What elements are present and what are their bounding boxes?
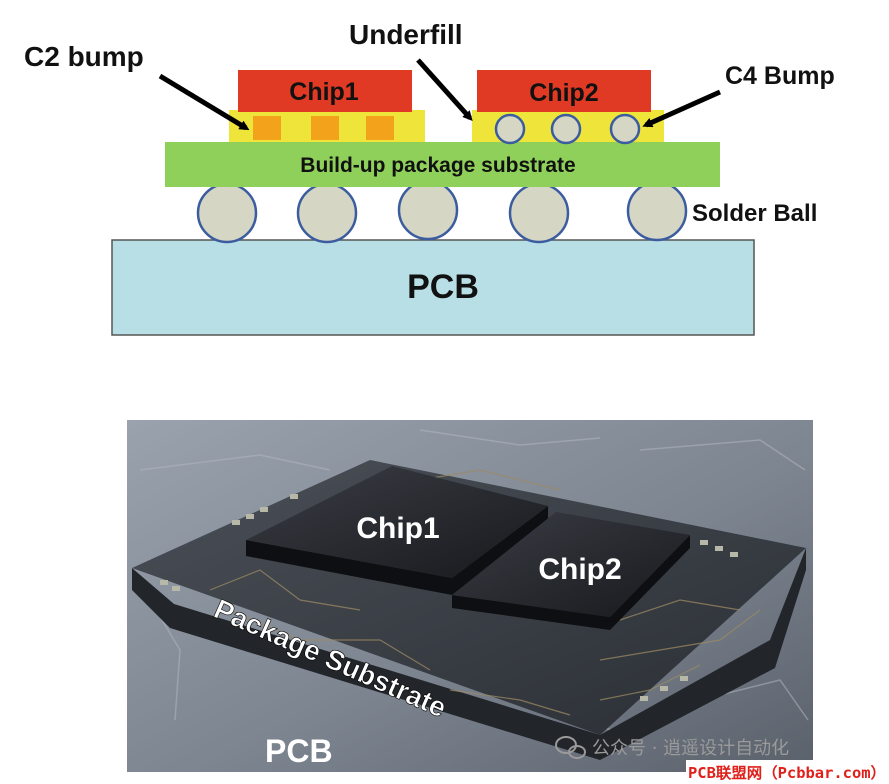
solder-ball — [626, 180, 688, 242]
solder-ball — [296, 182, 358, 244]
solder-ball — [397, 179, 459, 241]
photo-pcb-label: PCB — [265, 733, 333, 769]
watermark-site-bg — [686, 760, 889, 784]
substrate-label: Build-up package substrate — [300, 154, 575, 177]
c4-bump — [494, 113, 526, 145]
watermark-text: 公众号 · 逍遥设计自动化 — [592, 738, 789, 759]
photo-chip2 — [452, 512, 690, 617]
photo-chip2-side — [452, 535, 690, 630]
solder-ball-label: Solder Ball — [692, 200, 817, 227]
watermark-site: PCB联盟网（Pcbbar.com） — [688, 764, 886, 782]
substrate-layer — [165, 142, 720, 187]
substrate-traces — [209, 469, 761, 716]
c2-bump-label: C2 bump — [24, 41, 144, 72]
photo-chip1 — [246, 466, 548, 578]
underfill-arrow — [416, 58, 473, 121]
pcb-layer — [111, 239, 755, 336]
c2-bump — [311, 116, 339, 140]
photo-substrate-edge — [132, 548, 806, 760]
c2-bump — [253, 116, 281, 140]
photo-chip1-label: Chip1 — [356, 512, 439, 545]
solder-ball — [508, 182, 570, 244]
c2-bump — [366, 116, 394, 140]
cross-section-diagram: PCB Solder Ball Build-up package substra… — [24, 19, 835, 336]
substrate-components — [160, 494, 738, 701]
watermark: 公众号 · 逍遥设计自动化 PCB联盟网（Pcbbar.com） — [555, 736, 889, 784]
solder-ball — [196, 182, 258, 244]
chip1-die — [238, 70, 412, 112]
pcb-label: PCB — [407, 268, 479, 306]
underfill-label: Underfill — [349, 19, 463, 50]
c4-bump-arrow — [642, 89, 722, 128]
package-photo: Chip1 Chip2 Package Substrate PCB — [127, 420, 813, 772]
solder-balls — [196, 179, 688, 244]
chip2-die — [477, 70, 651, 112]
photo-chip1-side — [246, 506, 548, 595]
c4-bump-label: C4 Bump — [725, 62, 835, 90]
c4-bump — [609, 113, 641, 145]
photo-chip2-label: Chip2 — [538, 553, 621, 586]
c4-bump — [550, 113, 582, 145]
chip1-label: Chip1 — [289, 78, 359, 106]
c2-bump-arrow — [158, 73, 250, 131]
chip2-label: Chip2 — [529, 79, 598, 107]
wechat-icon — [555, 736, 586, 759]
